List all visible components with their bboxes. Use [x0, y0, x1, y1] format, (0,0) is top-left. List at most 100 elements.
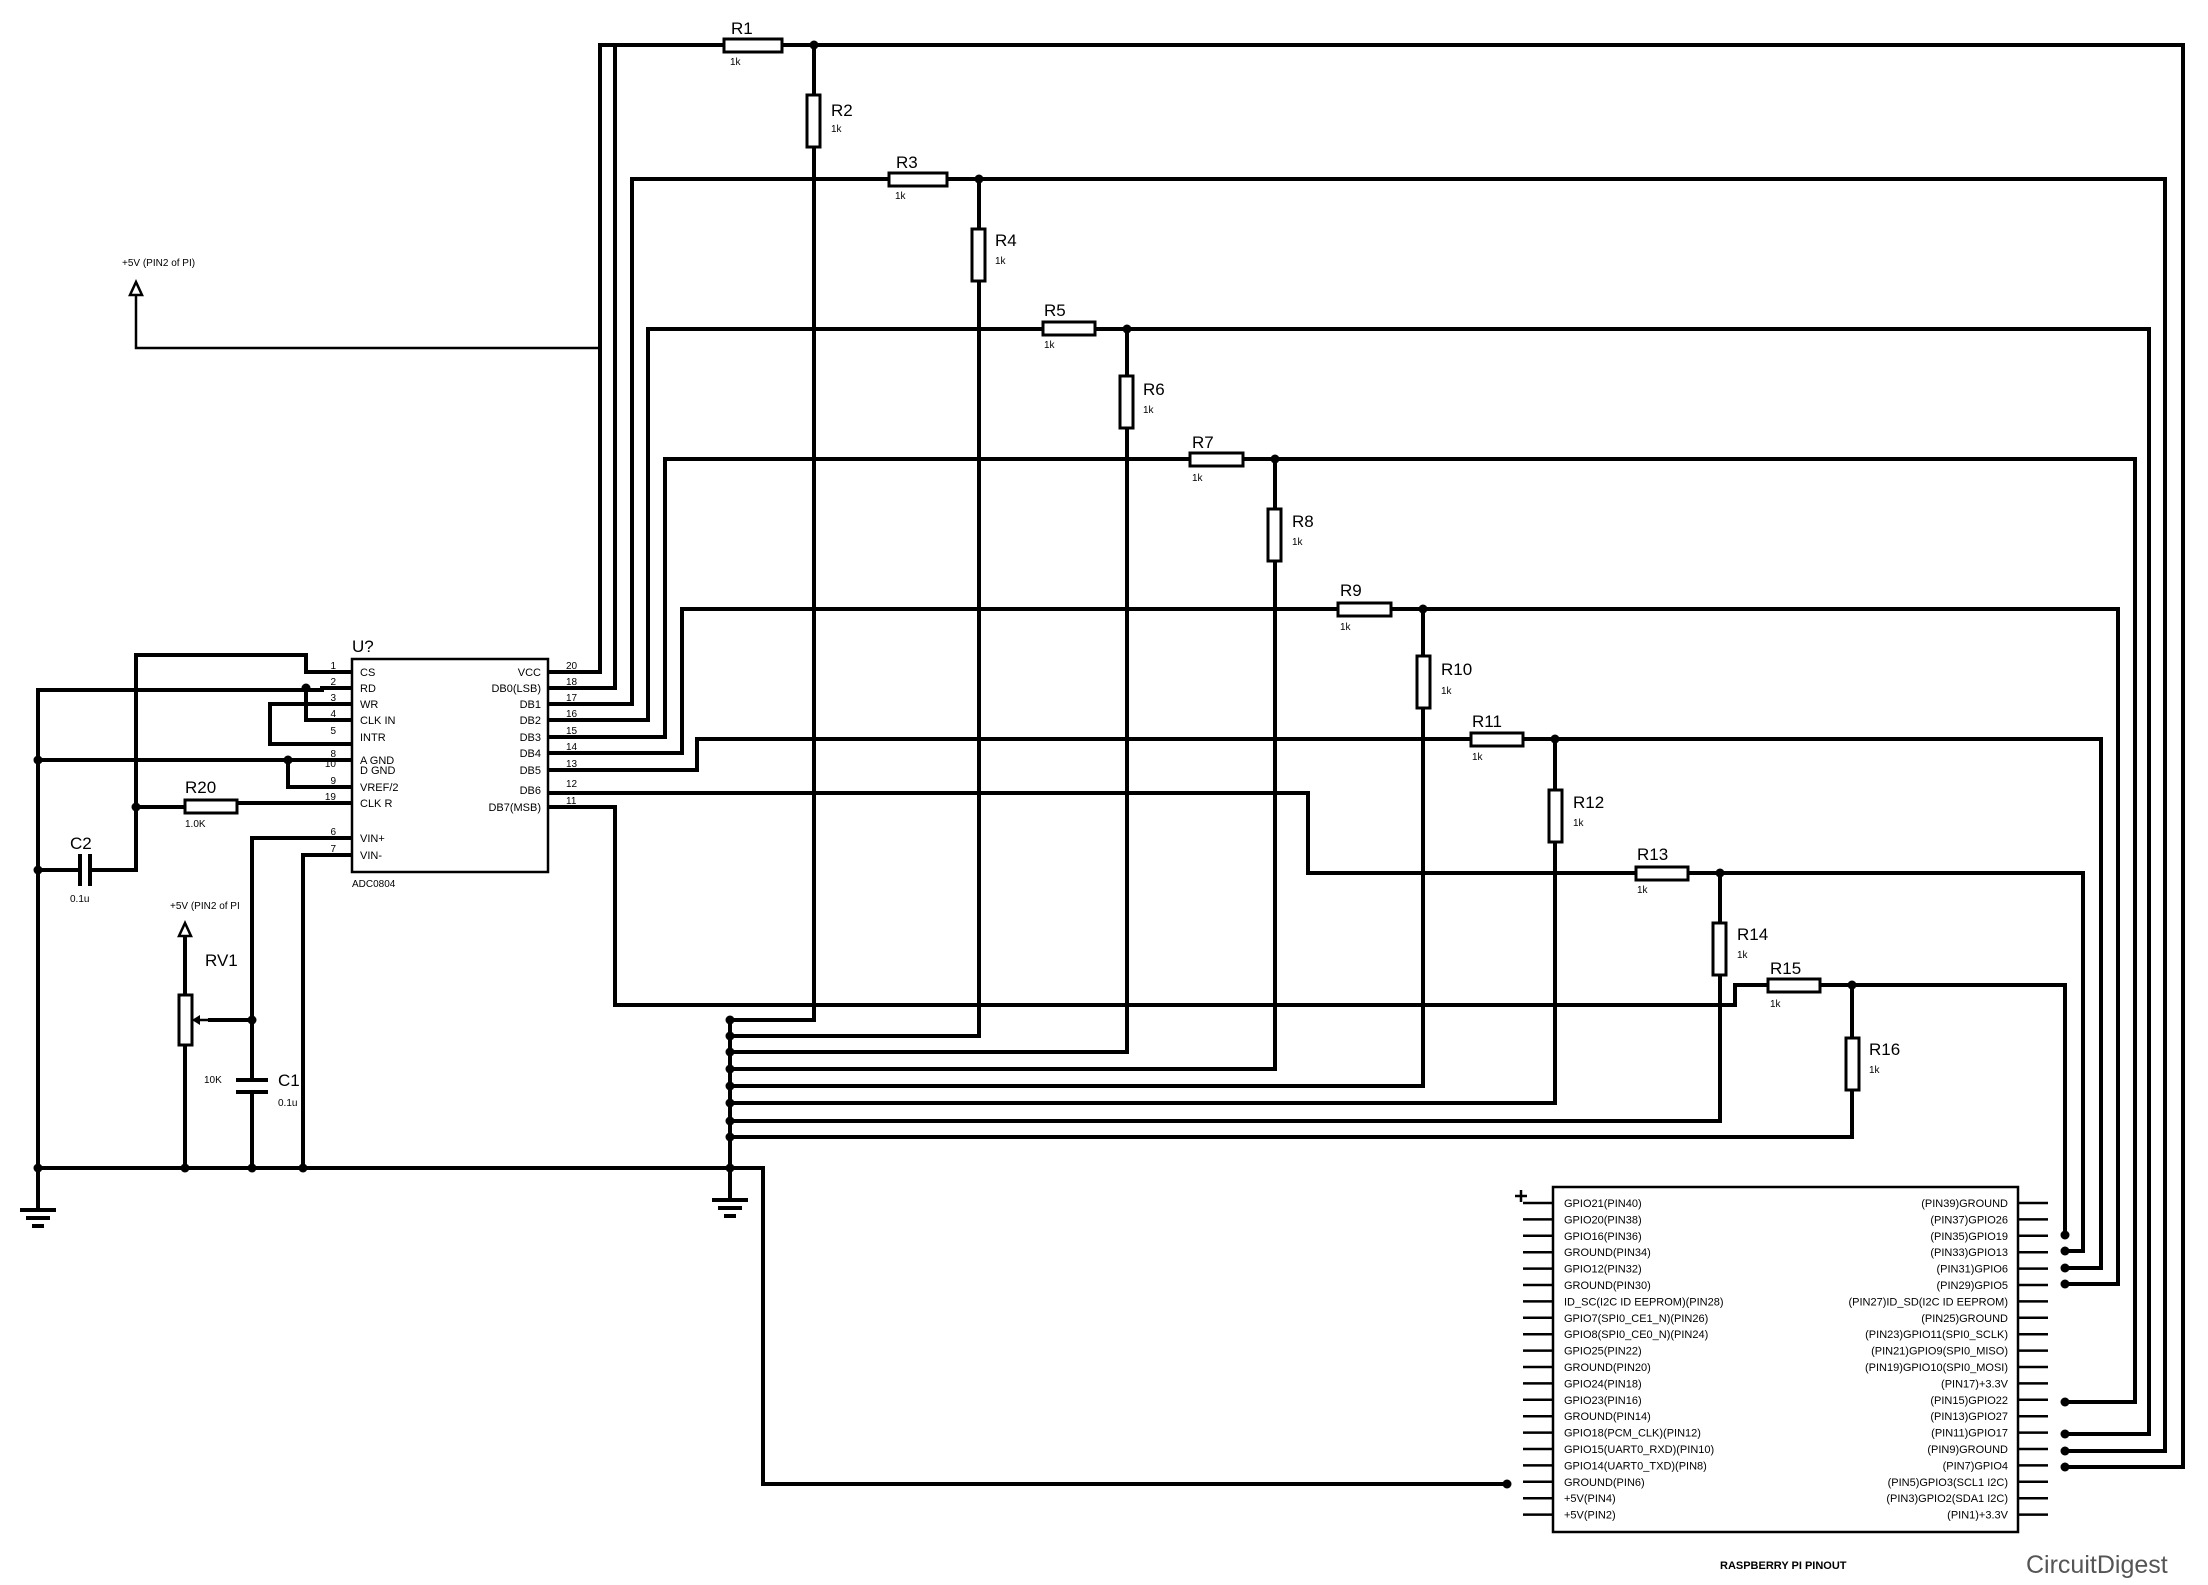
rpi-left-pin-label: GROUND(PIN14) — [1564, 1411, 1651, 1423]
ic-pin-number: 9 — [330, 776, 336, 787]
r20-ref: R20 — [185, 778, 216, 797]
wires — [36, 43, 2185, 1486]
ic-pin-name: DB2 — [520, 715, 541, 727]
rpi-left-pin-label: GPIO16(PIN36) — [1564, 1231, 1642, 1243]
rpi-right-pin-label: (PIN5)GPIO3(SCL1 I2C) — [1888, 1477, 2008, 1489]
r10-ref: R10 — [1441, 660, 1472, 679]
capacitor-c2: C2 0.1u — [70, 834, 92, 905]
rpi-left-pin-label: ID_SC(I2C ID EEPROM)(PIN28) — [1564, 1296, 1724, 1308]
rpi-right-pin-label: (PIN35)GPIO19 — [1930, 1231, 2008, 1243]
rpi-right-pin-label: (PIN27)ID_SD(I2C ID EEPROM) — [1848, 1296, 2008, 1308]
rpi-left-pin-label: +5V(PIN4) — [1564, 1493, 1616, 1505]
junction-dots — [33, 40, 2070, 1489]
resistor-r12 — [1547, 788, 1564, 844]
rv1-ref: RV1 — [205, 951, 238, 970]
r8-value: 1k — [1292, 537, 1304, 548]
rpi-left-pin-label: GPIO24(PIN18) — [1564, 1378, 1642, 1390]
r5-value: 1k — [1044, 340, 1056, 351]
r5-ref: R5 — [1044, 301, 1066, 320]
ic-pin-number: 20 — [566, 661, 578, 672]
rpi-right-pin-label: (PIN19)GPIO10(SPI0_MOSI) — [1865, 1362, 2008, 1374]
ic-pin-number: 15 — [566, 726, 578, 737]
rpi-left-pin-label: GROUND(PIN6) — [1564, 1477, 1645, 1489]
rpi-left-pin-label: GROUND(PIN20) — [1564, 1362, 1651, 1374]
resistor-r10 — [1415, 654, 1432, 710]
rv1-value: 10K — [204, 1075, 222, 1086]
r4-value: 1k — [995, 256, 1007, 267]
rpi-left-pins: GPIO21(PIN40)GPIO20(PIN38)GPIO16(PIN36)G… — [1523, 1198, 1724, 1522]
rpi-left-pin-label: GPIO21(PIN40) — [1564, 1198, 1642, 1210]
power-symbol-top: +5V (PIN2 of PI) — [122, 258, 195, 340]
r11-ref: R11 — [1472, 712, 1502, 731]
resistor-r14 — [1711, 921, 1728, 977]
resistor-r7 — [1188, 451, 1245, 468]
ic-pin-number: 11 — [566, 796, 577, 807]
rpi-right-pin-label: (PIN15)GPIO22 — [1930, 1395, 2008, 1407]
rpi-left-pin-label: GPIO23(PIN16) — [1564, 1395, 1642, 1407]
r14-ref: R14 — [1737, 925, 1768, 944]
resistor-r16 — [1844, 1036, 1861, 1092]
ic-pin-number: 6 — [330, 827, 336, 838]
resistor-r2 — [805, 93, 822, 149]
rpi-right-pins: (PIN39)GROUND(PIN37)GPIO26(PIN35)GPIO19(… — [1848, 1198, 2048, 1522]
r3-ref: R3 — [896, 153, 918, 172]
rpi-right-pin-label: (PIN29)GPIO5 — [1936, 1280, 2008, 1292]
resistor-r6 — [1118, 374, 1135, 430]
rpi-right-pin-label: (PIN13)GPIO27 — [1930, 1411, 2008, 1423]
r15-value: 1k — [1770, 999, 1782, 1010]
r13-value: 1k — [1637, 885, 1649, 896]
r12-ref: R12 — [1573, 793, 1604, 812]
ic-ref: U? — [352, 637, 374, 656]
r2-value: 1k — [831, 124, 843, 135]
c2-value: 0.1u — [70, 894, 89, 905]
ic-pin-name: A GND — [360, 755, 394, 767]
ic-pin-name: DB5 — [520, 765, 541, 777]
resistor-r8 — [1266, 507, 1283, 563]
resistor-r3 — [887, 171, 949, 188]
rpi-left-pin-label: GPIO25(PIN22) — [1564, 1346, 1642, 1358]
power-symbol-pot: +5V (PIN2 of PI — [170, 901, 240, 995]
r4-ref: R4 — [995, 231, 1017, 250]
ic-pin-number: 16 — [566, 709, 578, 720]
rpi-left-pin-label: +5V(PIN2) — [1564, 1510, 1616, 1522]
r13-ref: R13 — [1637, 845, 1668, 864]
ic-pin-name: DB6 — [520, 785, 541, 797]
rpi-right-pin-label: (PIN39)GROUND — [1921, 1198, 2008, 1210]
rpi-title: RASPBERRY PI PINOUT — [1720, 1560, 1847, 1572]
brand-part2: Digest — [2097, 1551, 2168, 1579]
brand-logo: CircuitDigest — [2026, 1551, 2168, 1579]
rpi-left-pin-label: GPIO7(SPI0_CE1_N)(PIN26) — [1564, 1313, 1708, 1325]
r7-ref: R7 — [1192, 433, 1214, 452]
r15-ref: R15 — [1770, 959, 1801, 978]
r12-value: 1k — [1573, 818, 1585, 829]
r1-value: 1k — [730, 57, 742, 68]
ic-pin-name: DB3 — [520, 732, 541, 744]
ic-pin-name: CLK IN — [360, 715, 396, 727]
r6-value: 1k — [1143, 405, 1155, 416]
resistor-r11 — [1469, 731, 1525, 748]
rpi-right-pin-label: (PIN3)GPIO2(SDA1 I2C) — [1886, 1493, 2008, 1505]
r7-value: 1k — [1192, 473, 1204, 484]
ic-pin-name: CLK R — [360, 798, 392, 810]
rpi-left-pin-label: GPIO14(UART0_TXD)(PIN8) — [1564, 1460, 1707, 1472]
r14-value: 1k — [1737, 950, 1749, 961]
resistor-bodies — [183, 37, 1861, 1092]
ic-pin-number: 8 — [330, 749, 336, 760]
ic-pin-number: 13 — [566, 759, 578, 770]
rpi-header: GPIO21(PIN40)GPIO20(PIN38)GPIO16(PIN36)G… — [1515, 1185, 2048, 1572]
resistor-r13 — [1634, 865, 1690, 882]
ic-pin-name: VIN- — [360, 850, 382, 862]
rpi-right-pin-label: (PIN25)GROUND — [1921, 1313, 2008, 1325]
c2-ref: C2 — [70, 834, 92, 853]
ic-right-pins: 20VCC18DB0(LSB)17DB116DB215DB314DB413DB5… — [488, 661, 577, 814]
ic-pin-name: DB0(LSB) — [491, 683, 541, 695]
r10-value: 1k — [1441, 686, 1453, 697]
r20-value: 1.0K — [185, 819, 206, 830]
ic-pin-name: DB4 — [520, 748, 541, 760]
ic-pin-name: WR — [360, 699, 378, 711]
rpi-left-pin-label: GPIO8(SPI0_CE0_N)(PIN24) — [1564, 1329, 1708, 1341]
rpi-right-pin-label: (PIN31)GPIO6 — [1936, 1264, 2008, 1276]
rpi-left-pin-label: GPIO18(PCM_CLK)(PIN12) — [1564, 1428, 1701, 1440]
